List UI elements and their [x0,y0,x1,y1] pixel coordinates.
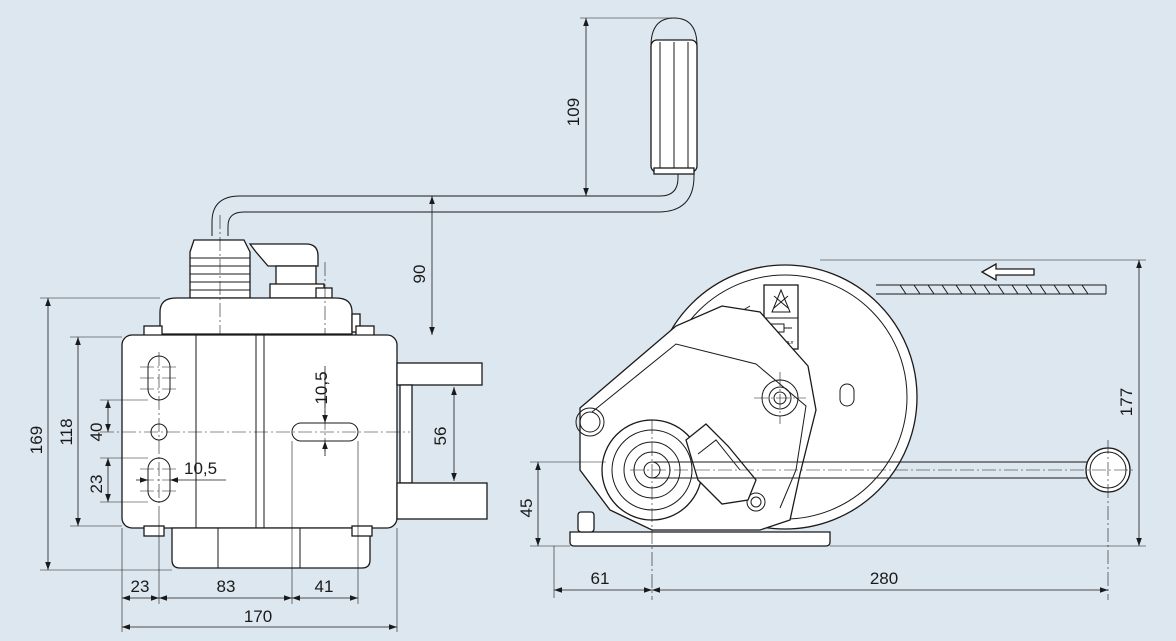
dim-crank-offset: 90 [410,265,429,284]
cable [876,262,1107,295]
dim-lower-offset: 23 [87,475,106,494]
dim-front-offset: 61 [591,569,610,588]
side-view: PULL ONLY [517,259,1146,600]
dim-bottom-mid: 83 [217,577,236,596]
dim-total-width: 170 [244,607,272,626]
dim-slot-width-top: 10,5 [312,371,331,404]
dim-mount-spacing: 56 [431,427,450,446]
gear-hub [601,419,1131,521]
dim-handle-length: 280 [870,569,898,588]
front-dimension-lines [40,17,672,632]
side-center-lines [630,372,1134,600]
dim-hole-spacing: 40 [87,423,106,442]
dim-bottom-left: 23 [131,577,150,596]
side-dimension-lines [530,259,1146,598]
dim-crank-grip-height: 109 [564,98,583,126]
dim-total-height: 169 [27,426,46,454]
dim-bottom-right: 41 [315,577,334,596]
dim-base-height: 45 [517,499,536,518]
front-view: 109 90 10,5 169 118 40 23 10,5 56 23 83 … [27,17,698,632]
crank-handle [211,17,698,236]
gear-housing [143,239,375,337]
winch-frame [121,334,488,569]
dim-frame-height: 118 [57,418,76,445]
dim-drum-height: 177 [1117,388,1136,416]
dim-slot-width-left: 10,5 [184,459,217,478]
pull-direction-arrow [980,262,1035,282]
